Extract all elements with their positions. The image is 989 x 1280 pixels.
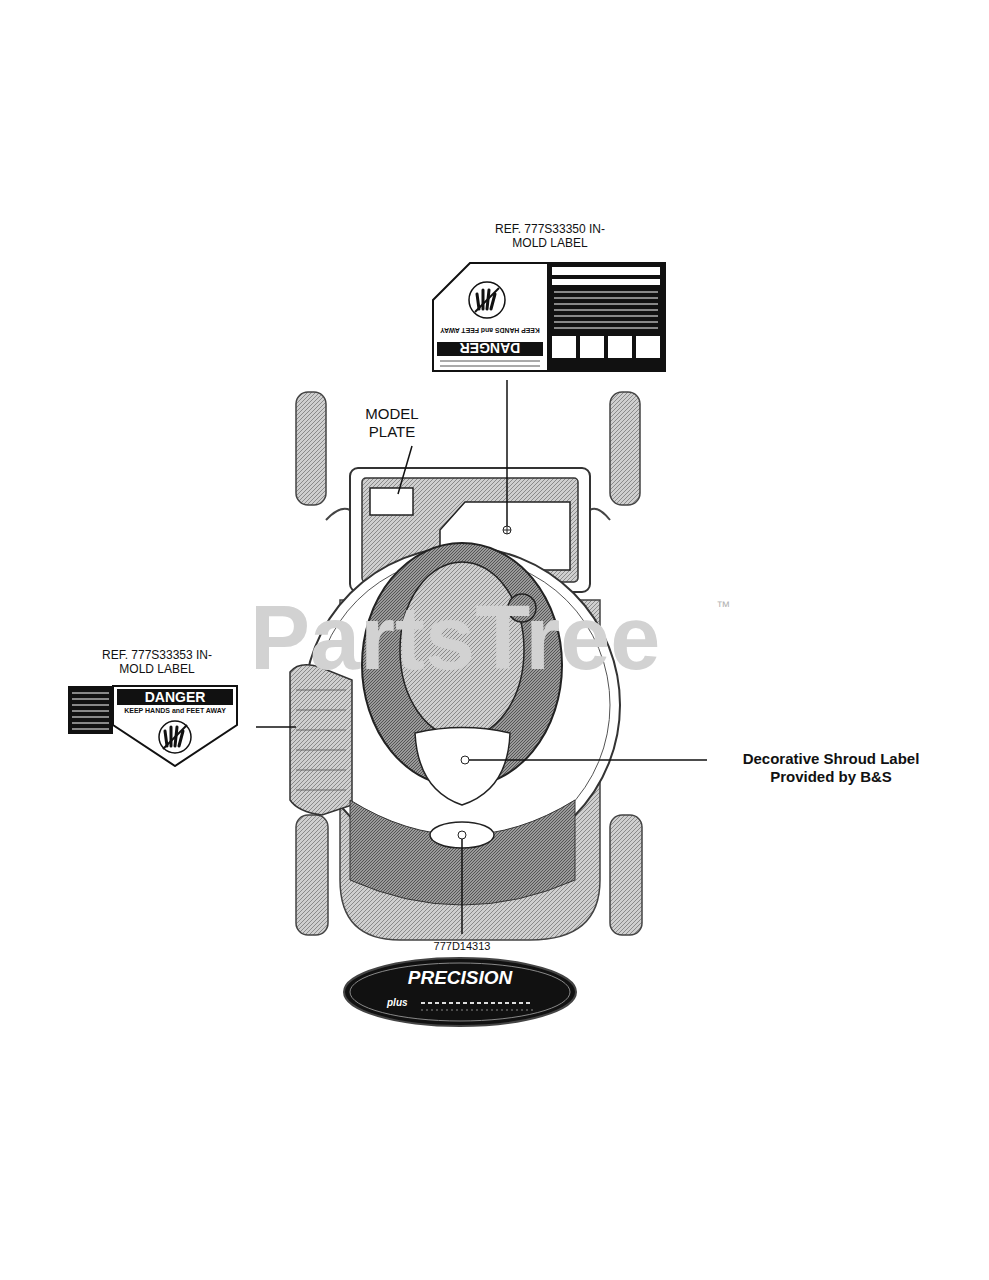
warning-text: KEEP HANDS and FEET AWAY [117, 707, 233, 715]
part-reference: REF. 777S33350 IN-MOLD LABEL [485, 222, 615, 251]
warning-text: KEEP HANDS and FEET AWAY [440, 326, 540, 334]
warning-heading: DANGER [117, 689, 233, 705]
part-name: MODEL PLATE [357, 405, 427, 441]
trademark-mark: ™ [716, 598, 736, 615]
danger-label: DANGER KEEP HANDS and FEET AWAY [67, 685, 238, 767]
logo-text: PRECISION [380, 967, 540, 989]
watermark: PartsTree [250, 584, 720, 692]
logo-subtext: plus [387, 997, 417, 1009]
part-number: 777D14313 [402, 940, 522, 953]
danger-label: DANGER KEEP HANDS and FEET AWAY [432, 262, 666, 372]
part-reference: REF. 777S33353 IN-MOLD LABEL [92, 648, 222, 677]
part-note: Decorative Shroud Label Provided by B&S [711, 750, 951, 786]
logo-oval: PRECISION plus [343, 957, 577, 1027]
warning-heading: DANGER [440, 340, 540, 356]
